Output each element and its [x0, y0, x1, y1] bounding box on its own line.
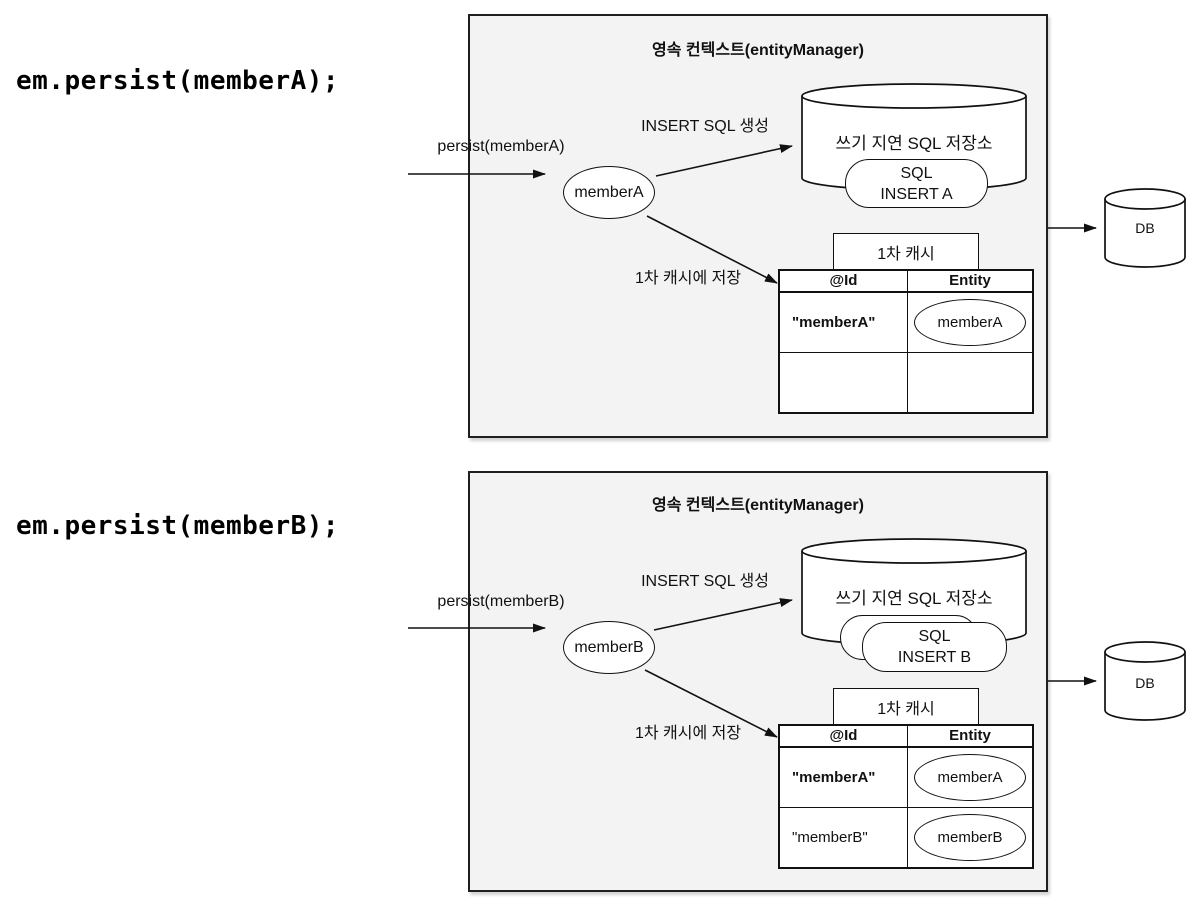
- sql-box-line2: INSERT B: [897, 649, 972, 666]
- table-row: "memberA" memberA: [780, 293, 1032, 352]
- table-header-row: @Id Entity: [780, 271, 1032, 293]
- id-cell: "memberA": [780, 748, 908, 807]
- diagram-persist-memberA: 영속 컨텍스트(entityManager) persist(memberA) …: [380, 0, 1199, 460]
- entity-cell-ellipse: memberA: [914, 299, 1026, 346]
- id-cell: "memberB": [780, 808, 908, 867]
- entity-cell-ellipse: memberA: [914, 754, 1026, 801]
- write-behind-store-label: 쓰기 지연 SQL 저장소: [835, 134, 993, 153]
- first-cache-title: 1차 캐시: [833, 688, 979, 726]
- table-header-entity: Entity: [949, 727, 991, 744]
- entity-ellipse-memberA: memberA: [563, 166, 655, 219]
- entity-cell: [908, 353, 1032, 412]
- persist-arrow-label: persist(memberB): [437, 593, 565, 610]
- insert-sql-arrow: [655, 144, 793, 177]
- insert-sql-arrow-label: INSERT SQL 생성: [641, 118, 769, 135]
- sql-insert-b-box: SQL INSERT B: [862, 622, 1007, 672]
- table-row: "memberB" memberB: [780, 807, 1032, 867]
- cache-save-arrow: [646, 215, 778, 284]
- cache-save-arrow: [644, 669, 778, 738]
- persist-arrow-label: persist(memberA): [437, 138, 565, 155]
- sql-box-line1: SQL: [900, 164, 933, 182]
- db-cylinder: [1104, 188, 1186, 268]
- db-label: DB: [1135, 675, 1155, 691]
- insert-sql-arrow-label: INSERT SQL 생성: [641, 573, 769, 590]
- entity-cell-ellipse: memberB: [914, 814, 1026, 861]
- table-header-entity: Entity: [949, 272, 991, 289]
- sql-box-line2: INSERT A: [880, 185, 953, 203]
- sql-box-line1: SQL: [918, 628, 951, 645]
- code-statement-persist-memberB: em.persist(memberB);: [16, 511, 340, 541]
- table-header-id: @Id: [780, 271, 908, 291]
- entity-ellipse-memberB: memberB: [563, 621, 655, 674]
- entity-cell: memberB: [908, 808, 1032, 867]
- first-cache-table: @Id Entity "memberA" memberA: [778, 269, 1034, 414]
- table-row: "memberA" memberA: [780, 748, 1032, 807]
- insert-sql-arrow: [653, 598, 793, 631]
- diagram-persist-memberB: 영속 컨텍스트(entityManager) persist(memberB) …: [380, 455, 1199, 910]
- entity-cell: memberA: [908, 293, 1032, 352]
- cache-save-arrow-label: 1차 캐시에 저장: [634, 725, 742, 742]
- id-cell: "memberA": [780, 293, 908, 352]
- first-cache-table: @Id Entity "memberA" memberA "memberB" m…: [778, 724, 1034, 869]
- db-cylinder: [1104, 641, 1186, 721]
- persistence-context-title: 영속 컨텍스트(entityManager): [652, 42, 864, 59]
- table-header-id: @Id: [780, 726, 908, 746]
- persistence-context-title: 영속 컨텍스트(entityManager): [652, 497, 864, 514]
- cache-save-arrow-label: 1차 캐시에 저장: [634, 270, 742, 287]
- id-cell: [780, 353, 908, 412]
- table-header-row: @Id Entity: [780, 726, 1032, 748]
- code-statement-persist-memberA: em.persist(memberA);: [16, 66, 340, 96]
- table-row-empty: [780, 352, 1032, 412]
- db-label: DB: [1135, 220, 1155, 236]
- write-behind-store-label: 쓰기 지연 SQL 저장소: [835, 589, 993, 608]
- sql-insert-a-box: SQL INSERT A: [845, 159, 988, 208]
- entity-cell: memberA: [908, 748, 1032, 807]
- first-cache-title: 1차 캐시: [833, 233, 979, 271]
